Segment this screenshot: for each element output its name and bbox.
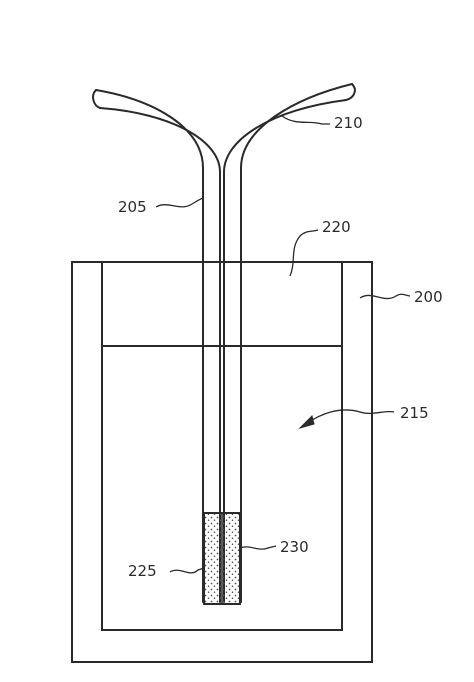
- leader-205: [155, 197, 204, 208]
- label-230: 230: [280, 538, 309, 556]
- leader-215: [305, 409, 395, 425]
- outer-container: [71, 261, 373, 663]
- leader-210: [281, 115, 330, 125]
- label-220: 220: [322, 218, 351, 236]
- leader-230: [239, 545, 277, 550]
- leader-lines: [155, 115, 411, 574]
- filter-element: [203, 512, 241, 605]
- label-200: 200: [414, 288, 443, 306]
- label-205: 205: [118, 198, 147, 216]
- leader-225: [169, 567, 205, 574]
- label-215: 215: [400, 404, 429, 422]
- leader-220: [289, 229, 319, 277]
- leader-200: [359, 293, 411, 300]
- label-210: 210: [334, 114, 363, 132]
- tube: [92, 83, 356, 603]
- label-225: 225: [128, 562, 157, 580]
- arrowhead-215: [298, 415, 315, 430]
